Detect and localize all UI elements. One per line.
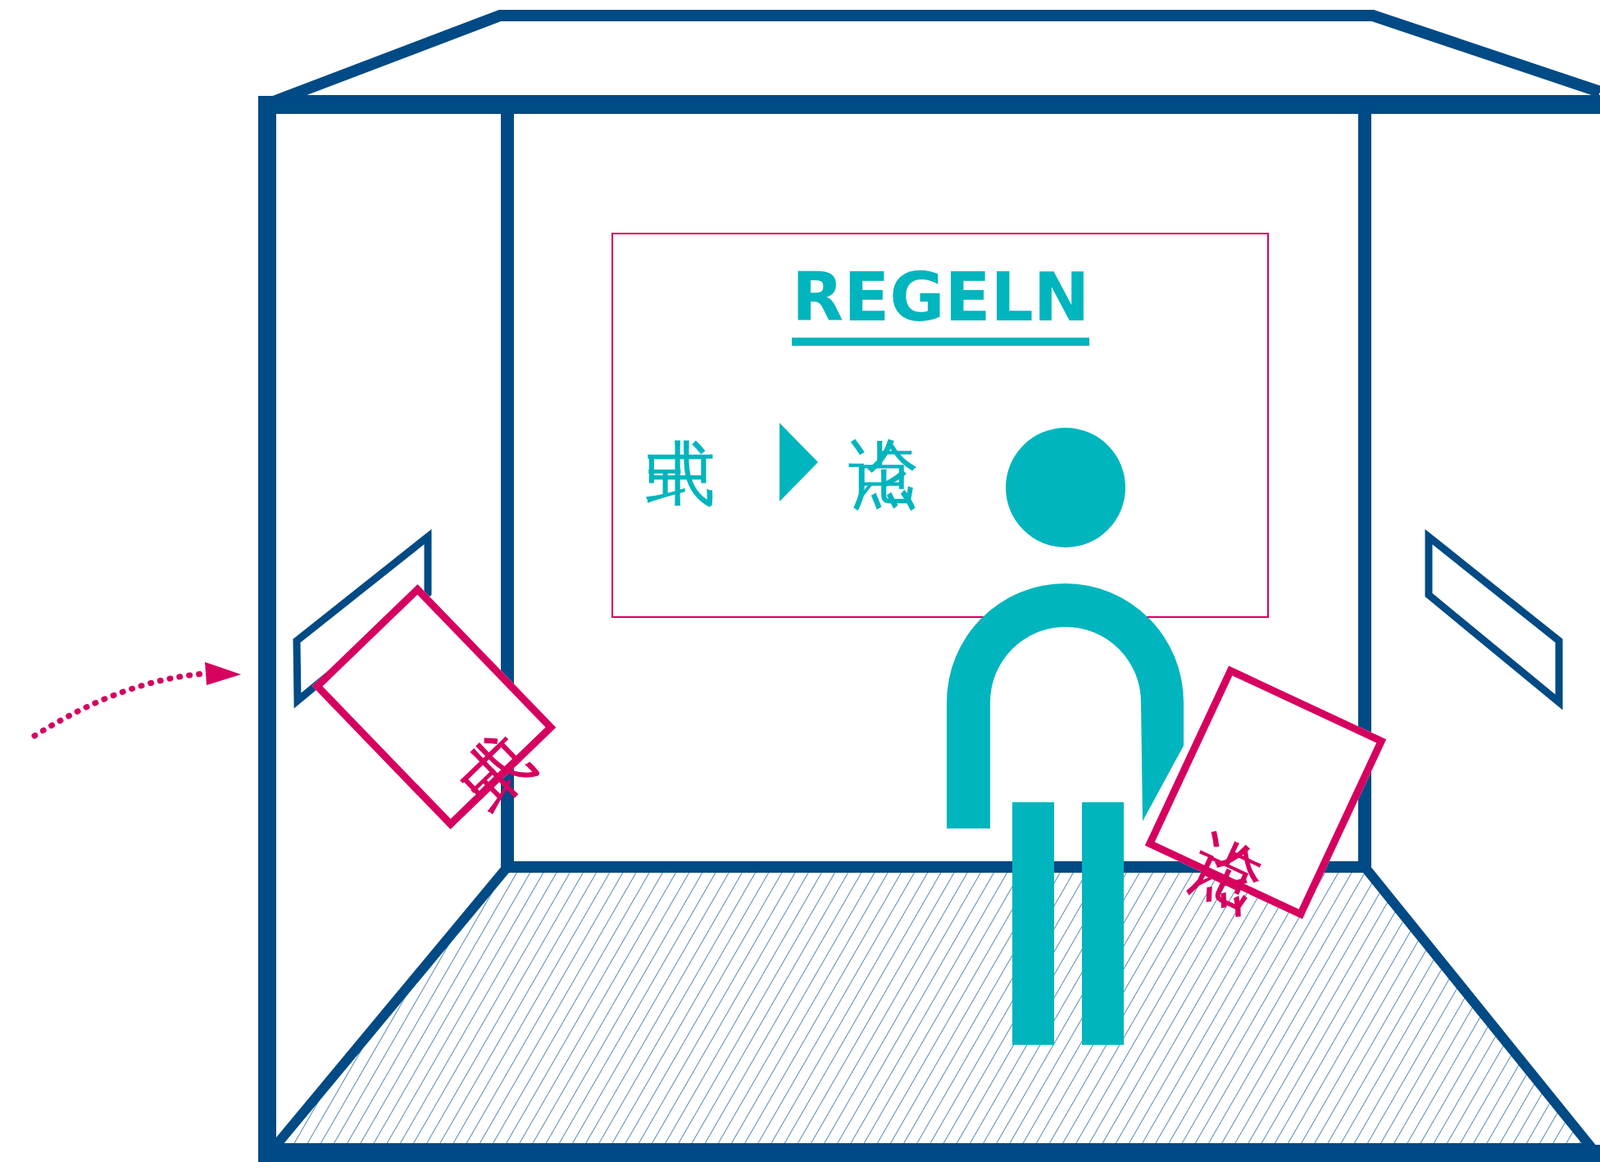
room-frame <box>267 104 1600 1155</box>
chinese-symbols: 中式 <box>409 682 460 731</box>
rule-arrow <box>777 421 828 512</box>
person-head <box>1005 427 1126 548</box>
chinese-symbols: 论点 <box>1234 777 1297 807</box>
person-body <box>946 583 1184 829</box>
person-leg <box>1081 802 1124 1046</box>
poster-heading: REGELN <box>791 263 1090 346</box>
dotted-arrow <box>34 673 205 737</box>
output-slot <box>1428 536 1560 703</box>
rule-arrow-shape <box>779 422 819 502</box>
floor <box>273 867 1592 1149</box>
roof <box>260 15 1600 107</box>
person-leg <box>1012 802 1055 1046</box>
rules-poster: REGELN中式论点 <box>611 232 1269 619</box>
arrow-head <box>204 662 241 686</box>
